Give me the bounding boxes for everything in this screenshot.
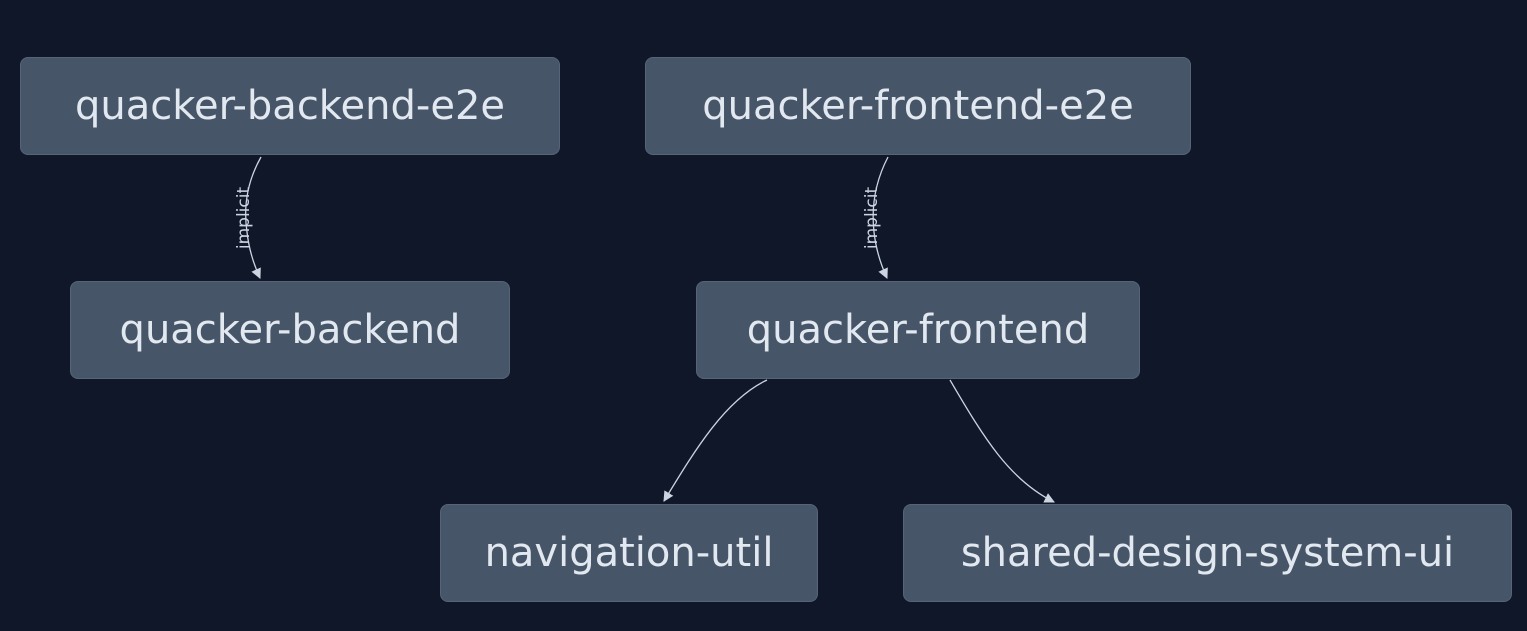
edge-frontend-to-shared-design-system-ui — [949, 379, 1055, 503]
edge-backend-e2e-to-backend — [245, 156, 262, 279]
node-quacker-backend-e2e[interactable]: quacker-backend-e2e — [20, 57, 560, 155]
node-navigation-util[interactable]: navigation-util — [440, 504, 818, 602]
node-quacker-backend[interactable]: quacker-backend — [70, 281, 510, 379]
edge-label-implicit-frontend: implicit — [862, 187, 882, 250]
edge-label-implicit-backend: implicit — [234, 187, 254, 250]
node-quacker-frontend-e2e[interactable]: quacker-frontend-e2e — [645, 57, 1191, 155]
edge-frontend-to-navigation-util — [663, 379, 768, 502]
node-quacker-frontend[interactable]: quacker-frontend — [696, 281, 1140, 379]
node-shared-design-system-ui[interactable]: shared-design-system-ui — [903, 504, 1512, 602]
edge-frontend-e2e-to-frontend — [872, 156, 889, 279]
